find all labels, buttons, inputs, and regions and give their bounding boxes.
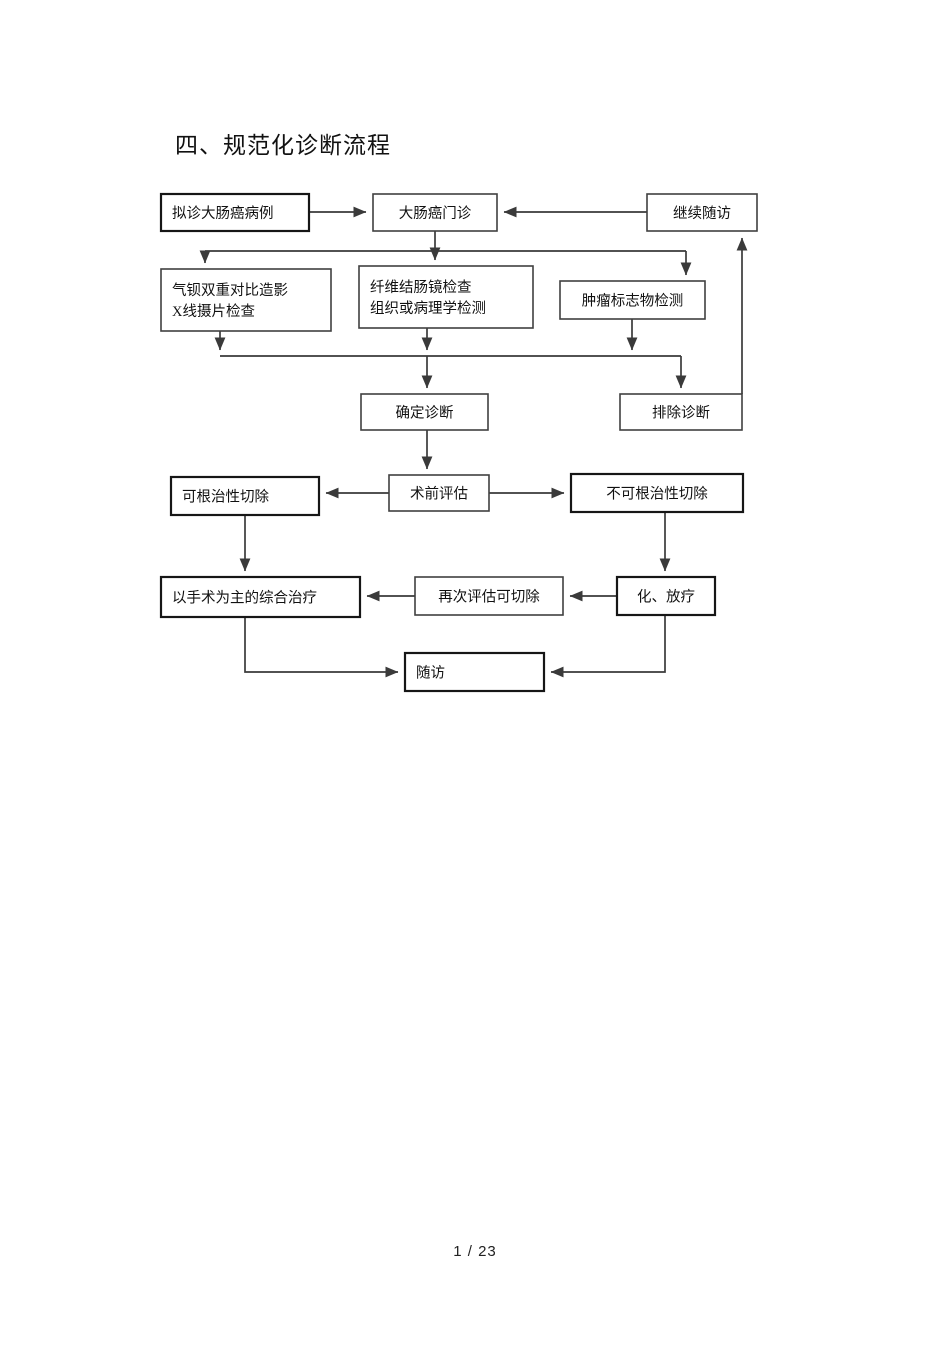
flow-node: 大肠癌门诊: [372, 193, 498, 232]
flow-connector: [244, 617, 399, 678]
flow-node-box: [619, 393, 743, 431]
flow-node-box: [403, 651, 546, 693]
flowchart-container: 拟诊大肠癌病例 大肠癌门诊 继续随访气钡双重对比造影 X线摄片检查 纤维结肠镜检查组织或…: [159, 192, 758, 693]
flow-node-label: 气钡双重对比造影: [172, 282, 288, 299]
flow-node: 以手术为主的综合治疗: [159, 575, 362, 619]
flow-node-box: [414, 576, 564, 616]
flow-node-label: 大肠癌门诊: [399, 205, 472, 222]
flow-node-box: [159, 575, 362, 619]
flow-node: 肿瘤标志物检测: [559, 280, 706, 320]
flow-node: 气钡双重对比造影 X线摄片检查: [160, 268, 332, 332]
flow-node-box: [388, 474, 490, 512]
flow-node: 确定诊断: [360, 393, 489, 431]
flow-node-box: [159, 192, 311, 233]
flow-node-box: [169, 475, 321, 517]
flowchart-edges: [199, 206, 748, 678]
flow-node: 随访: [403, 651, 546, 693]
flow-node-label: 术前评估: [410, 486, 468, 503]
flow-node: 术前评估: [388, 474, 490, 512]
flow-node-label: 化、放疗: [637, 589, 695, 606]
flow-node-label: 再次评估可切除: [438, 589, 540, 606]
flow-connector: [550, 615, 666, 678]
page-title: 四、规范化诊断流程: [175, 133, 391, 158]
flow-node: 排除诊断: [619, 393, 743, 431]
flow-node-label: 纤维结肠镜检查: [370, 278, 472, 296]
page-footer: 1 / 23: [453, 1243, 497, 1260]
flow-node-box: [358, 265, 534, 329]
flow-node-box: [559, 280, 706, 320]
flow-node-label: 拟诊大肠癌病例: [172, 205, 274, 222]
flow-node-label: 不可根治性切除: [606, 486, 708, 503]
flow-node: 不可根治性切除: [569, 472, 745, 514]
flow-node-label: 以手术为主的综合治疗: [172, 590, 317, 607]
flow-node: 拟诊大肠癌病例: [159, 192, 311, 233]
flow-node-label: 确定诊断: [396, 405, 454, 422]
flow-node-box: [160, 268, 332, 332]
flow-node-label: X线摄片检查: [172, 303, 255, 320]
flow-node-label: 肿瘤标志物检测: [582, 293, 684, 310]
flow-node-box: [569, 472, 745, 514]
flow-node-box: [372, 193, 498, 232]
flow-node-label: 排除诊断: [652, 405, 710, 422]
flow-node-box: [615, 575, 717, 617]
flow-node-label: 随访: [416, 665, 445, 682]
flow-node: 可根治性切除: [169, 475, 321, 517]
flow-node: 再次评估可切除: [414, 576, 564, 616]
flow-node-box: [360, 393, 489, 431]
flow-node: 继续随访: [646, 193, 758, 232]
flow-node-label: 可根治性切除: [182, 489, 269, 506]
flow-node-box: [646, 193, 758, 232]
flow-node-label: 继续随访: [673, 205, 731, 222]
flow-node-label: 组织或病理学检测: [370, 300, 486, 317]
flow-node: 化、放疗: [615, 575, 717, 617]
